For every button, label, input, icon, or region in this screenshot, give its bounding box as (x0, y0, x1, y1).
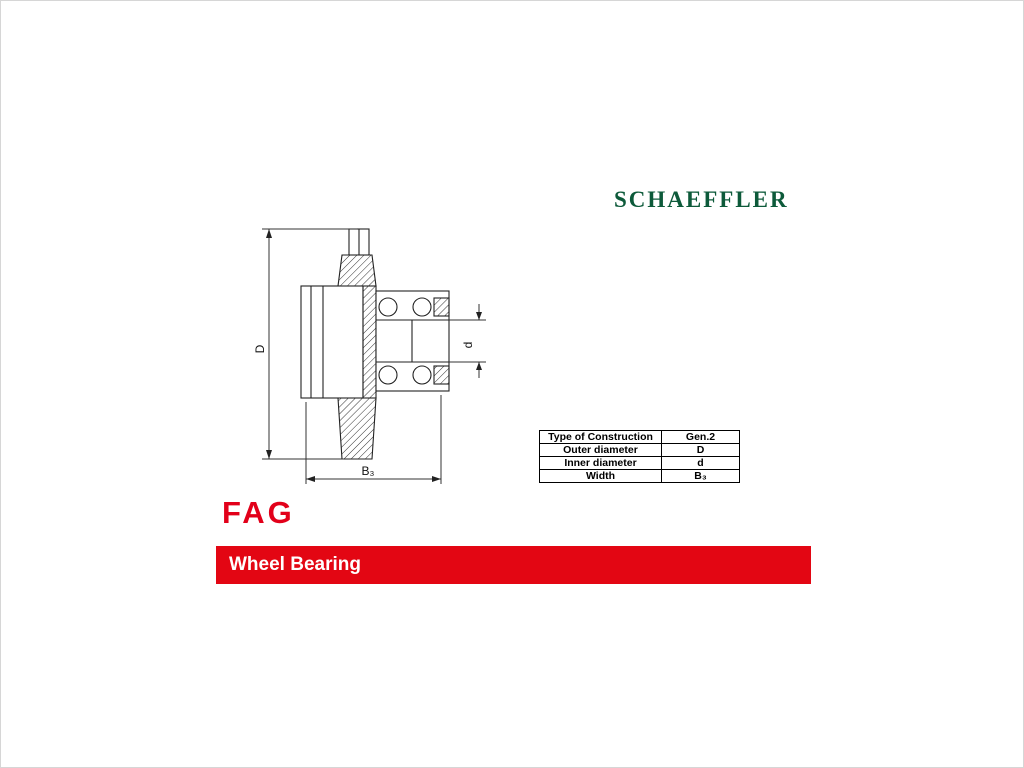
spec-value: d (661, 456, 740, 470)
wheel-bearing-cross-section-diagram: D d B₃ (253, 228, 486, 484)
spec-label: Outer diameter (539, 443, 662, 457)
spec-label: Type of Construction (539, 430, 662, 444)
table-row: Type of Construction Gen.2 (539, 430, 740, 444)
table-row: Width B₃ (539, 469, 740, 483)
dimension-arrows (266, 229, 482, 482)
schaeffler-logo: SCHAEFFLER (614, 187, 789, 212)
hub-and-bearing-outline (300, 228, 450, 460)
spec-value: B₃ (661, 469, 740, 483)
table-row: Inner diameter d (539, 456, 740, 470)
table-row: Outer diameter D (539, 443, 740, 457)
dimension-label-inner-diameter: d (461, 342, 475, 349)
product-title-banner: Wheel Bearing (216, 546, 811, 584)
spec-label: Inner diameter (539, 456, 662, 470)
fag-logo: FAG (222, 495, 295, 530)
dimension-label-width: B₃ (362, 464, 375, 478)
dimension-lines (262, 228, 486, 484)
spec-value: D (661, 443, 740, 457)
spec-table: Type of Construction Gen.2 Outer diamete… (539, 430, 740, 483)
spec-value: Gen.2 (661, 430, 740, 444)
dimension-label-outer-diameter: D (253, 344, 267, 353)
spec-label: Width (539, 469, 662, 483)
product-title: Wheel Bearing (229, 554, 361, 575)
